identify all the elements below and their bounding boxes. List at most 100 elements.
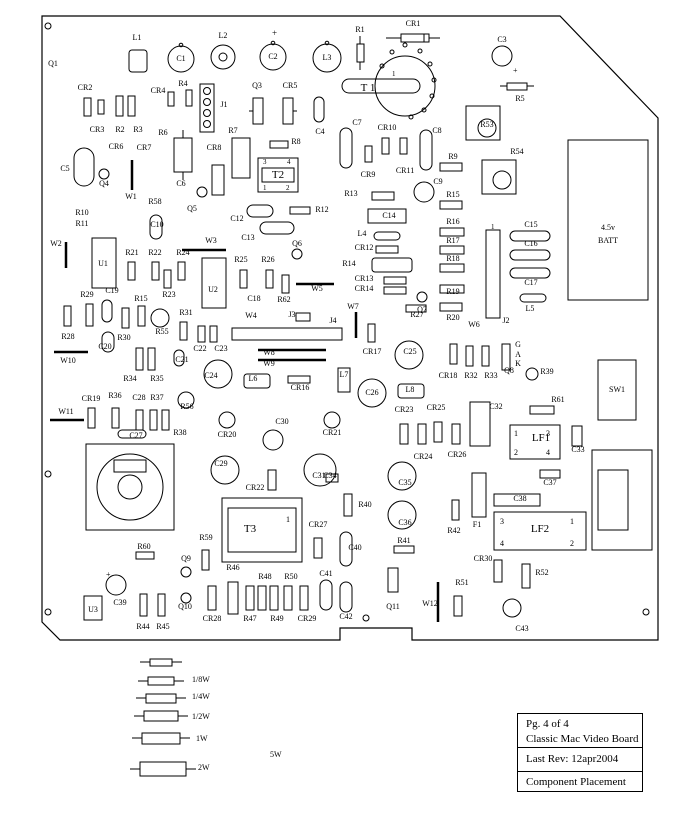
- mounting-hole: [44, 22, 52, 30]
- ref-c29: C29: [214, 459, 227, 468]
- ref-r42: R42: [447, 526, 460, 535]
- title-block: Pg. 4 of 4 Classic Mac Video Board Last …: [517, 713, 643, 792]
- ref-q3: Q3: [252, 81, 262, 90]
- connector-j2: [485, 229, 501, 319]
- inductor-l3: [312, 43, 342, 73]
- capacitor-c3: [491, 45, 513, 67]
- legend-label-1w: 1W: [196, 734, 208, 743]
- ref-c12: C12: [230, 214, 243, 223]
- ref-r11: R11: [75, 219, 88, 228]
- legend-resistor-5w: [139, 761, 187, 777]
- ref-cr18: CR18: [439, 371, 458, 380]
- ref-c6: C6: [176, 179, 185, 188]
- ref-c22: C22: [193, 344, 206, 353]
- ref-c40: C40: [348, 543, 361, 552]
- ref-w3: W3: [205, 236, 217, 245]
- title-board-name: Classic Mac Video Board: [526, 733, 639, 745]
- ref-w12: W12: [422, 599, 438, 608]
- ref-sw1: SW1: [609, 385, 625, 394]
- svg-text:+: +: [272, 28, 277, 38]
- ref-cr9: CR9: [361, 170, 376, 179]
- svg-text:1: 1: [286, 515, 290, 524]
- ref-cr30: CR30: [474, 554, 493, 563]
- title-divider: [518, 747, 642, 748]
- ref-r55: R55: [155, 327, 168, 336]
- ref-cr16: CR16: [291, 383, 310, 392]
- svg-text:4: 4: [546, 448, 550, 457]
- svg-text:3: 3: [500, 517, 504, 526]
- ref-lf2: LF2: [531, 523, 549, 535]
- ref-r24: R24: [176, 248, 189, 257]
- svg-text:4: 4: [287, 158, 291, 166]
- ref-r44: R44: [136, 622, 149, 631]
- ref-l8: L8: [406, 385, 415, 394]
- ref-r32: R32: [464, 371, 477, 380]
- ref-c17: C17: [524, 278, 537, 287]
- filter-lf2: [493, 511, 587, 551]
- ref-c33: C33: [571, 445, 584, 454]
- svg-text:+: +: [106, 570, 111, 579]
- legend-label-1-2w: 1/2W: [192, 712, 210, 721]
- ref-cr14: CR14: [355, 284, 374, 293]
- ref-c15: C15: [524, 220, 537, 229]
- ref-r41: R41: [397, 536, 410, 545]
- battery: [567, 139, 649, 301]
- legend-label-5w: 5W: [270, 750, 282, 759]
- svg-text:3: 3: [546, 429, 550, 438]
- svg-text:2: 2: [286, 184, 290, 192]
- ref-j4: J4: [329, 316, 336, 325]
- ref-r39: R39: [540, 367, 553, 376]
- ref-r61: R61: [551, 395, 564, 404]
- ref-w10: W10: [60, 356, 76, 365]
- ref-q5: Q5: [187, 204, 197, 213]
- ref-cr28: CR28: [203, 614, 222, 623]
- ref-cr7: CR7: [137, 143, 152, 152]
- legend-label-2w: 2W: [198, 763, 210, 772]
- ref-c35: C35: [398, 478, 411, 487]
- ref-r56: R56: [180, 402, 193, 411]
- ref-c37: C37: [543, 478, 556, 487]
- ref-c41: C41: [319, 569, 332, 578]
- ref-r14: R14: [342, 259, 355, 268]
- ref-q1: Q1: [48, 59, 58, 68]
- ref-r20: R20: [446, 313, 459, 322]
- battery-label: 4.5v BATT: [598, 223, 618, 245]
- ref-cr5: CR5: [283, 81, 298, 90]
- ref-w1: W1: [125, 192, 137, 201]
- mounting-hole: [642, 608, 650, 616]
- ref-r10: R10: [75, 208, 88, 217]
- legend-labels: 1/8W 1/4W 1/2W 1W 2W 5W: [192, 675, 282, 772]
- ref-j1: J1: [220, 100, 227, 109]
- ref-r51: R51: [455, 578, 468, 587]
- ref-c43: C43: [515, 624, 528, 633]
- svg-text:2: 2: [514, 448, 518, 457]
- ref-c18: C18: [247, 294, 260, 303]
- ref-r62: R62: [277, 295, 290, 304]
- ref-c34: C34: [323, 471, 336, 480]
- ref-c25: C25: [403, 347, 416, 356]
- ref-r29: R29: [80, 290, 93, 299]
- mounting-hole: [44, 608, 52, 616]
- ref-l7: L7: [340, 370, 349, 379]
- trimmer-r53: [465, 105, 501, 141]
- ref-cr22: CR22: [246, 483, 265, 492]
- ref-k: K: [515, 359, 521, 368]
- trimmer-r55: [150, 308, 170, 328]
- ref-r26: R26: [261, 255, 274, 264]
- board-outline: [41, 15, 659, 641]
- ref-u1: U1: [98, 259, 108, 268]
- battery-text: BATT: [598, 236, 618, 245]
- ref-r40: R40: [358, 500, 371, 509]
- ref-r7: R7: [228, 126, 237, 135]
- ref-c42: C42: [339, 612, 352, 621]
- ref-w9: W9: [263, 359, 275, 368]
- ref-c26: C26: [365, 388, 378, 397]
- ref-r38: R38: [173, 428, 186, 437]
- ref-l3: L3: [323, 53, 332, 62]
- ref-w8: W8: [263, 348, 275, 357]
- ref-r46: R46: [226, 563, 239, 572]
- ref-q9: Q9: [181, 554, 191, 563]
- ref-c9: C9: [433, 177, 442, 186]
- ref-r2: R2: [115, 125, 124, 134]
